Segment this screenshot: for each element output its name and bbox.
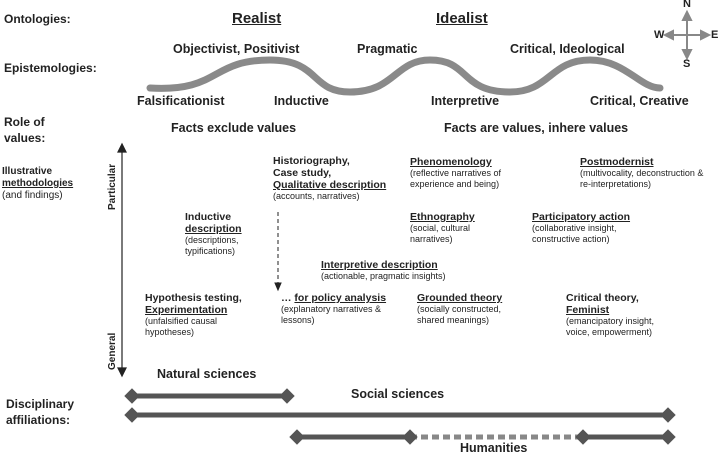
epistemology-objectivist-positivist: Objectivist, Positivist	[173, 42, 300, 56]
social-sciences-bar	[124, 407, 676, 423]
epistemology-critical-creative: Critical, Creative	[590, 94, 689, 108]
particular-general-axis	[117, 142, 127, 378]
method-critical-theory: Critical theory, Feminist (emancipatory …	[566, 292, 655, 337]
epistemology-pragmatic: Pragmatic	[357, 42, 418, 56]
row-label-ontologies: Ontologies:	[4, 12, 71, 26]
method-policy-analysis: … for policy analysis (explanatory narra…	[281, 292, 387, 325]
ontology-idealist: Idealist	[436, 10, 488, 27]
epistemology-critical-ideological: Critical, Ideological	[510, 42, 625, 56]
natural-sciences-bar	[124, 388, 295, 404]
method-postmodernist: Postmodernist (multivocality, deconstruc…	[580, 156, 704, 189]
method-phenomenology: Phenomenology (reflective narratives of …	[410, 156, 502, 189]
row-label-illustrative-methodologies: Illustrative methodologies (and findings…	[2, 166, 74, 201]
ontology-realist: Realist	[232, 10, 282, 27]
compass-north-label: N	[683, 0, 691, 10]
method-grounded-theory: Grounded theory (socially constructed, s…	[417, 292, 503, 325]
method-participatory-action: Participatory action (collaborative insi…	[532, 211, 631, 244]
epistemology-wave	[146, 56, 664, 96]
row-label-disciplinary-affiliations: Disciplinary affiliations:	[6, 397, 75, 427]
discipline-natural-sciences: Natural sciences	[157, 367, 257, 381]
compass-east-label: E	[711, 29, 719, 41]
method-historiography: Historiography, Case study, Qualitative …	[273, 155, 387, 201]
compass-south-label: S	[683, 58, 691, 70]
epistemology-inductive: Inductive	[274, 94, 329, 108]
values-facts-exclude: Facts exclude values	[171, 121, 297, 135]
compass-west-label: W	[654, 29, 665, 41]
method-inductive-description: Inductive description (descriptions, typ…	[185, 211, 242, 256]
method-ethnography: Ethnography (social, cultural narratives…	[410, 211, 475, 244]
epistemology-interpretive: Interpretive	[431, 94, 500, 108]
row-label-role-of-values: Role of values:	[4, 115, 46, 145]
humanities-bar	[289, 429, 676, 445]
compass-icon	[662, 9, 712, 61]
epistemology-falsificationist: Falsificationist	[137, 94, 225, 108]
dashed-link-arrow	[274, 212, 282, 292]
discipline-social-sciences: Social sciences	[351, 387, 445, 401]
method-hypothesis-testing: Hypothesis testing, Experimentation (unf…	[145, 292, 242, 337]
axis-label-particular: Particular	[107, 163, 118, 210]
axis-label-general: General	[107, 332, 118, 370]
values-facts-inhere: Facts are values, inhere values	[444, 121, 629, 135]
method-interpretive-description: Interpretive description (actionable, pr…	[321, 259, 446, 281]
row-label-epistemologies: Epistemologies:	[4, 61, 97, 75]
discipline-humanities: Humanities	[460, 441, 528, 455]
